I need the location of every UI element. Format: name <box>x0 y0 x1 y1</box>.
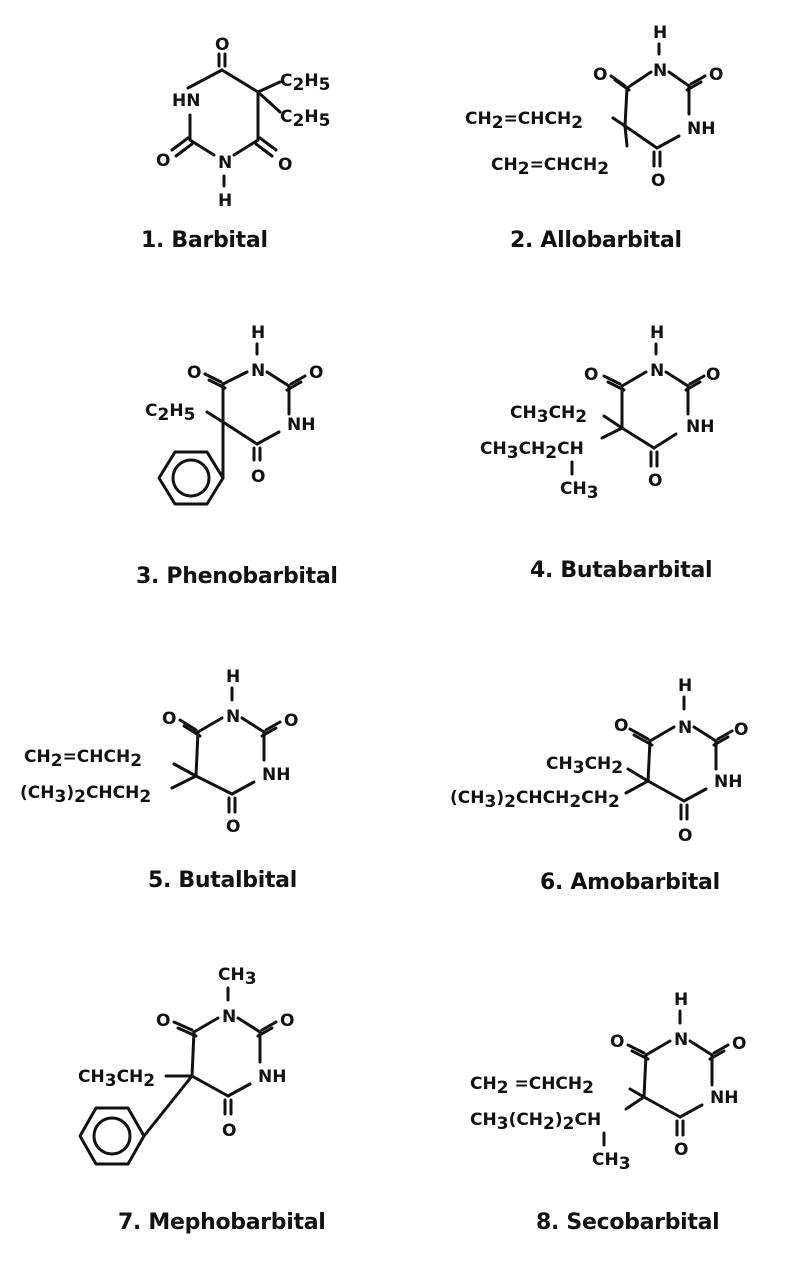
caption-secobarbital: 8. Secobarbital <box>536 1210 720 1235</box>
svg-text:CH3: CH3 <box>560 479 599 503</box>
secobarbital-structure: H N O O O NH CH2 =CHCH2 CH3(CH2)2CH CH3 <box>470 990 746 1174</box>
compound-barbital: O O O C2H5 C2H5 HN N H <box>120 10 340 211</box>
svg-text:O: O <box>156 1011 170 1031</box>
amobarbital-structure: H N O O O NH CH3CH2 (CH3)2CHCH2CH2 <box>450 676 748 846</box>
svg-text:CH3(CH2)2CH: CH3(CH2)2CH <box>470 1110 601 1134</box>
svg-text:O: O <box>584 365 598 385</box>
svg-text:O: O <box>732 1034 746 1054</box>
svg-text:O: O <box>678 826 692 846</box>
svg-text:NH: NH <box>287 415 315 435</box>
svg-text:O: O <box>280 1011 294 1031</box>
allobarbital-structure: H N O O O NH CH2=CHCH2 CH2=CHCH2 <box>465 23 723 191</box>
svg-text:CH2=CHCH2: CH2=CHCH2 <box>24 747 142 771</box>
svg-text:O: O <box>226 817 240 837</box>
compound-secobarbital: H N O O O NH CH2 =CHCH2 CH3(CH2)2CH CH3 <box>470 985 770 1185</box>
svg-text:N: N <box>678 718 692 738</box>
butabarbital-structure: H N O O O NH CH3CH2 CH3CH2CH CH3 <box>480 323 720 503</box>
barbital-structure: O O O C2H5 C2H5 HN N H <box>156 35 330 211</box>
butalbital-structure: H N O O O NH CH2=CHCH2 (CH3)2CHCH2 <box>20 667 298 837</box>
compound-butabarbital: H N O O O NH CH3CH2 CH3CH2CH CH3 <box>480 310 740 520</box>
caption-phenobarbital: 3. Phenobarbital <box>136 564 338 589</box>
svg-text:CH3CH2CH: CH3CH2CH <box>480 439 584 463</box>
svg-text:CH3: CH3 <box>592 1150 631 1174</box>
compound-phenobarbital: H N O O O NH C2H5 <box>125 310 365 530</box>
svg-text:CH3CH2: CH3CH2 <box>78 1067 155 1091</box>
svg-text:O: O <box>251 467 265 487</box>
caption-barbital: 1. Barbital <box>141 228 268 253</box>
compound-allobarbital: H N O O O NH CH2=CHCH2 CH2=CHCH2 <box>465 10 745 200</box>
svg-text:N: N <box>218 153 232 173</box>
svg-text:O: O <box>610 1032 624 1052</box>
svg-text:N: N <box>650 361 664 381</box>
svg-text:O: O <box>734 720 748 740</box>
svg-text:NH: NH <box>262 765 290 785</box>
svg-text:N: N <box>251 361 265 381</box>
svg-text:O: O <box>709 65 723 85</box>
svg-text:CH2=CHCH2: CH2=CHCH2 <box>465 109 583 133</box>
svg-text:NH: NH <box>710 1088 738 1108</box>
svg-text:O: O <box>156 151 170 171</box>
compound-butalbital: H N O O O NH CH2=CHCH2 (CH3)2CHCH2 <box>20 660 320 860</box>
svg-text:H: H <box>678 676 692 696</box>
svg-text:NH: NH <box>686 417 714 437</box>
svg-text:CH3CH2: CH3CH2 <box>510 403 587 427</box>
svg-text:O: O <box>674 1140 688 1160</box>
mephobarbital-structure: CH3 N O O O NH CH3CH2 <box>78 965 294 1166</box>
svg-text:O: O <box>284 711 298 731</box>
caption-butalbital: 5. Butalbital <box>148 868 297 893</box>
svg-text:C2H5: C2H5 <box>280 107 330 131</box>
svg-text:H: H <box>650 323 664 343</box>
svg-text:H: H <box>218 191 232 211</box>
svg-text:O: O <box>651 171 665 191</box>
svg-text:C2H5: C2H5 <box>280 71 330 95</box>
svg-text:H: H <box>251 323 265 343</box>
svg-text:O: O <box>648 471 662 491</box>
svg-text:N: N <box>674 1030 688 1050</box>
svg-text:C2H5: C2H5 <box>145 401 195 425</box>
compound-mephobarbital: CH3 N O O O NH CH3CH2 <box>50 960 340 1190</box>
svg-text:NH: NH <box>714 772 742 792</box>
phenobarbital-structure: H N O O O NH C2H5 <box>145 323 323 506</box>
svg-text:(CH3)2CHCH2: (CH3)2CHCH2 <box>20 783 151 807</box>
compound-amobarbital: H N O O O NH CH3CH2 (CH3)2CHCH2CH2 <box>450 665 770 865</box>
svg-text:O: O <box>222 1121 236 1141</box>
svg-text:HN: HN <box>172 91 200 111</box>
svg-text:O: O <box>215 35 229 55</box>
caption-butabarbital: 4. Butabarbital <box>530 558 713 583</box>
svg-text:O: O <box>187 363 201 383</box>
svg-text:O: O <box>593 65 607 85</box>
svg-text:(CH3)2CHCH2CH2: (CH3)2CHCH2CH2 <box>450 788 620 812</box>
svg-text:H: H <box>653 23 667 43</box>
svg-text:CH2=CHCH2: CH2=CHCH2 <box>491 155 609 179</box>
caption-mephobarbital: 7. Mephobarbital <box>118 1210 326 1235</box>
svg-text:O: O <box>278 155 292 175</box>
svg-text:CH3: CH3 <box>218 965 257 989</box>
svg-text:O: O <box>614 716 628 736</box>
svg-text:O: O <box>706 365 720 385</box>
svg-text:N: N <box>653 61 667 81</box>
svg-text:O: O <box>309 363 323 383</box>
svg-text:H: H <box>226 667 240 687</box>
svg-text:NH: NH <box>687 119 715 139</box>
svg-text:CH3CH2: CH3CH2 <box>546 754 623 778</box>
svg-text:NH: NH <box>258 1067 286 1087</box>
caption-amobarbital: 6. Amobarbital <box>540 870 720 895</box>
svg-text:H: H <box>674 990 688 1010</box>
svg-text:CH2 =CHCH2: CH2 =CHCH2 <box>470 1074 594 1098</box>
svg-text:O: O <box>162 709 176 729</box>
svg-text:N: N <box>226 707 240 727</box>
caption-allobarbital: 2. Allobarbital <box>510 228 682 253</box>
svg-text:N: N <box>222 1007 236 1027</box>
